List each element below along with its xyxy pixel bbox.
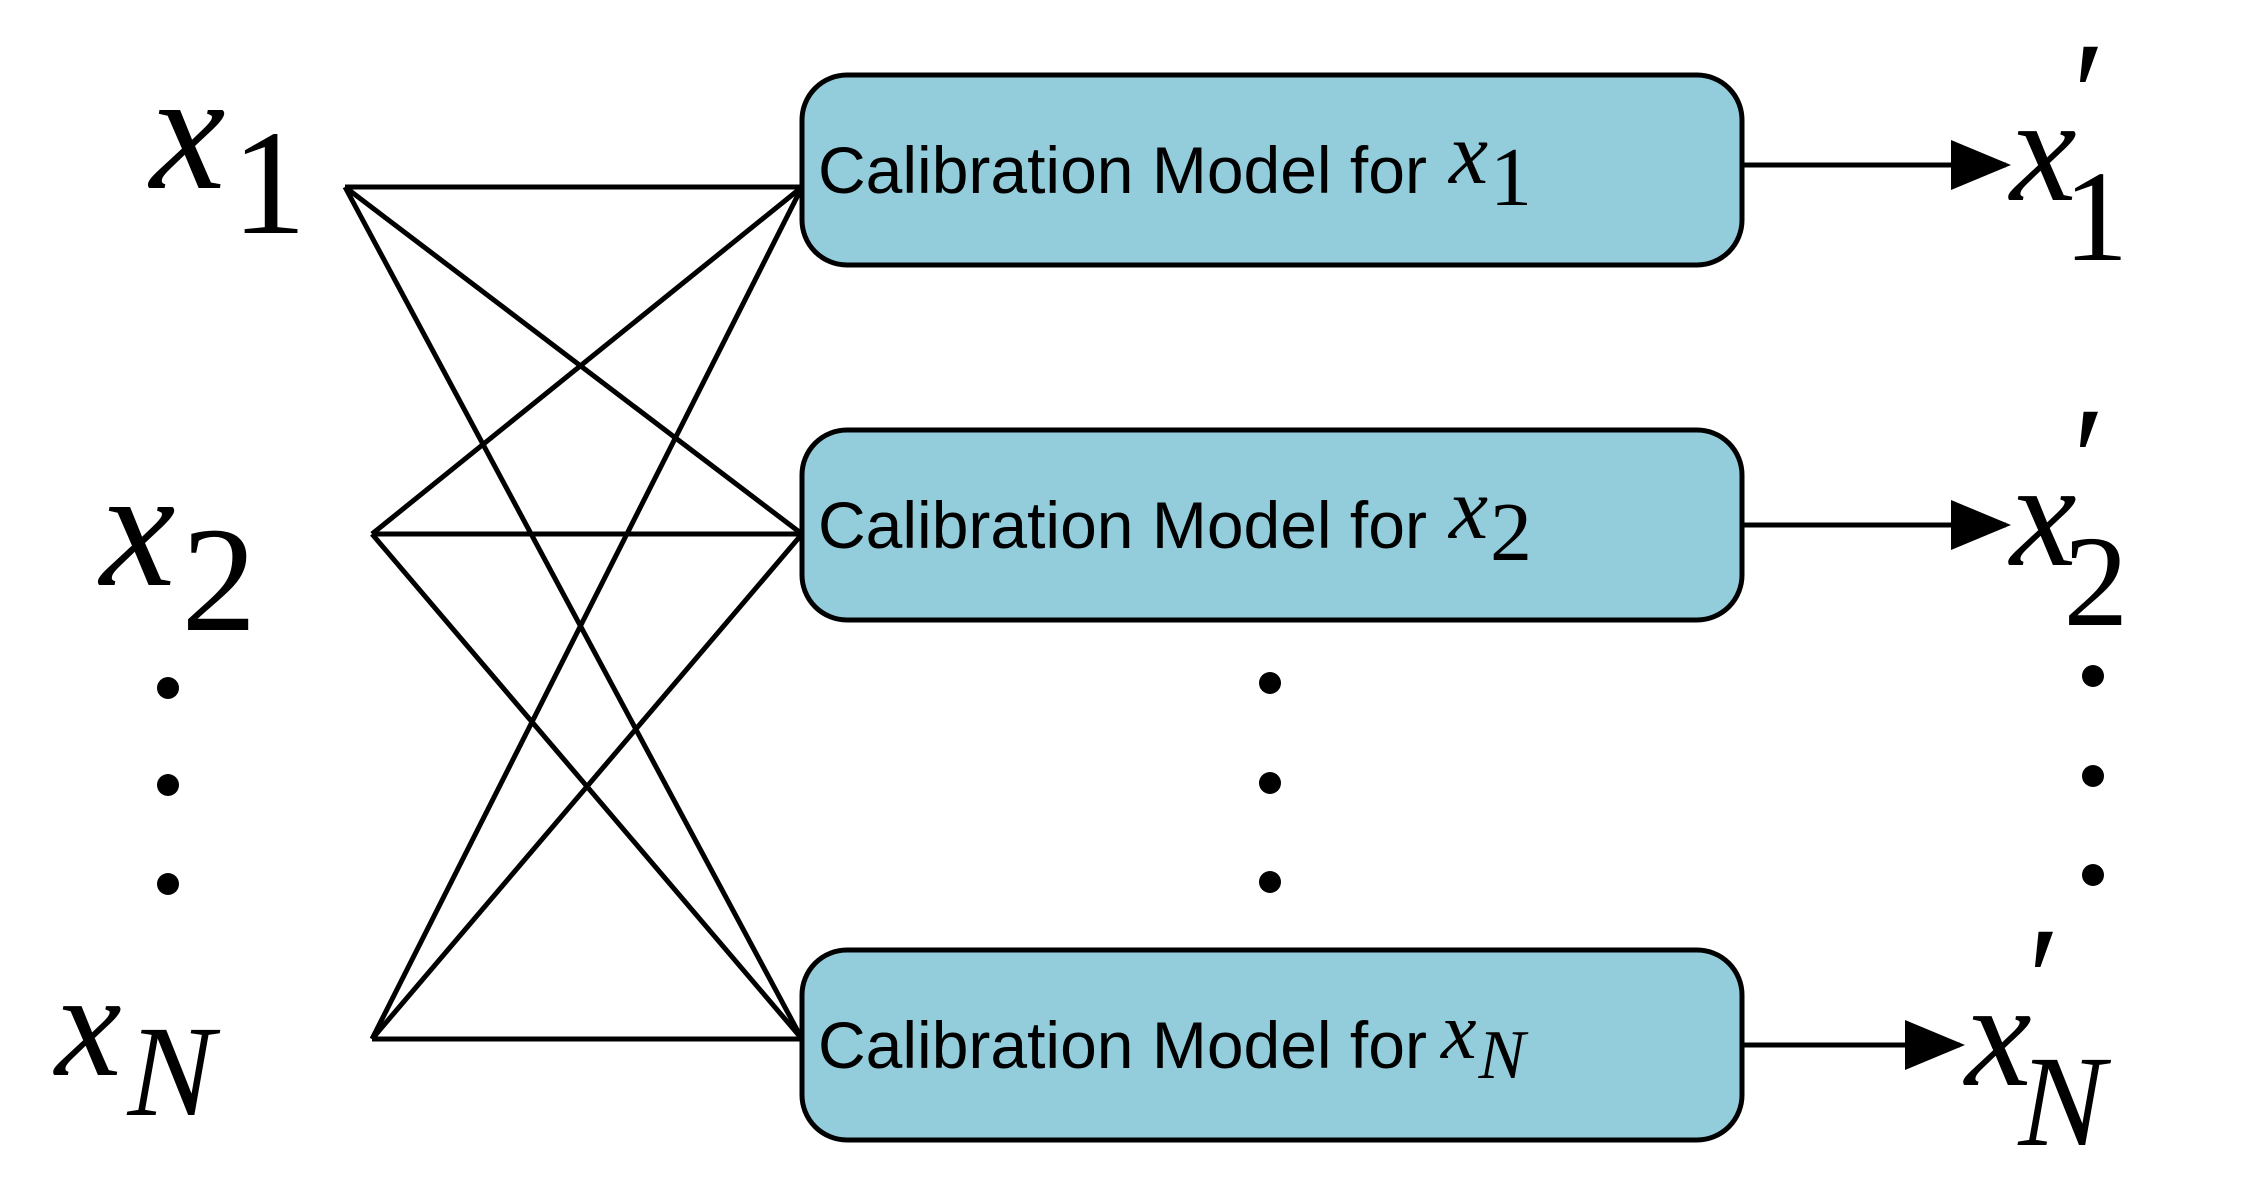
connection-x1-box2 — [343, 185, 804, 536]
output-ellipsis-dot — [2082, 665, 2104, 687]
output-label-x1-prime: x′1 — [2008, 12, 2128, 289]
connection-x1-boxN — [342, 185, 805, 1041]
output-label-xN-prime: x′N — [1963, 897, 2111, 1174]
input-ellipsis — [157, 677, 179, 895]
connection-xN-box1 — [369, 185, 805, 1041]
input-ellipsis-dot — [157, 677, 179, 699]
box-ellipsis-dot — [1259, 772, 1281, 794]
input-label-xN: xN — [53, 942, 221, 1144]
output-ellipsis — [2082, 665, 2104, 886]
input-ellipsis-dot — [157, 774, 179, 796]
input-labels: x1 x2 xN — [53, 37, 306, 1144]
connection-x2-box1 — [370, 185, 804, 536]
output-label-x2-prime: x′2 — [2008, 377, 2128, 654]
calibration-box-1-shape — [799, 72, 1745, 268]
input-label-x1: x1 — [147, 37, 306, 266]
connection-lines — [342, 184, 805, 1042]
output-labels: x′1 x′2 x′N — [1963, 12, 2128, 1174]
connection-xN-box2 — [370, 532, 804, 1041]
output-ellipsis-dot — [2082, 864, 2104, 886]
input-ellipsis-dot — [157, 873, 179, 895]
box-ellipsis — [1259, 672, 1281, 893]
output-ellipsis-dot — [2082, 765, 2104, 787]
output-arrows — [1742, 140, 2011, 1070]
box-ellipsis-dot — [1259, 871, 1281, 893]
input-label-x2: x2 — [97, 434, 256, 663]
box-ellipsis-dot — [1259, 672, 1281, 694]
